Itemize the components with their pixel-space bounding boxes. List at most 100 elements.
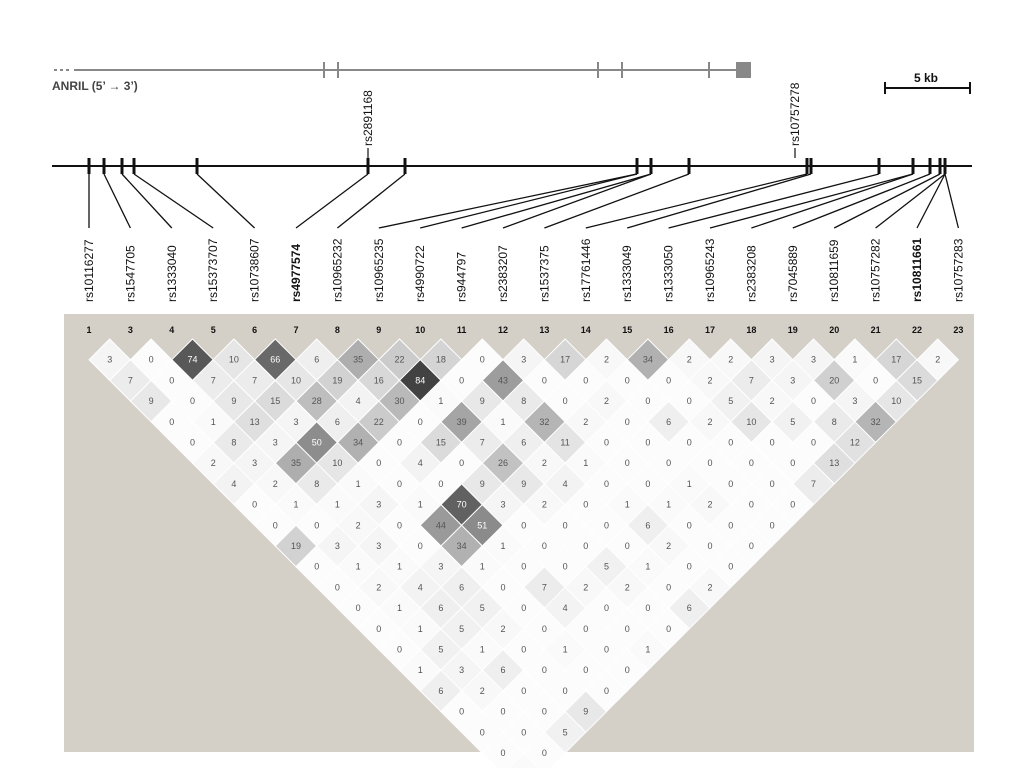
- ld-cell-value: 0: [273, 520, 278, 530]
- ld-cell-value: 1: [480, 562, 485, 572]
- column-index: 10: [415, 325, 425, 335]
- ld-cell-value: 2: [583, 417, 588, 427]
- ld-cell-value: 0: [707, 541, 712, 551]
- ld-cell-value: 11: [560, 438, 569, 448]
- ld-cell-value: 0: [583, 624, 588, 634]
- ld-cell-value: 2: [666, 541, 671, 551]
- snp-connector: [196, 173, 256, 229]
- ld-cell-value: 0: [687, 562, 692, 572]
- ld-cell-value: 0: [604, 603, 609, 613]
- ld-cell-value: 3: [335, 541, 340, 551]
- snp-connector: [709, 173, 914, 229]
- snp-connector: [502, 173, 652, 229]
- ld-cell-value: 3: [521, 355, 526, 365]
- column-index: 6: [252, 325, 257, 335]
- ld-cell-value: 0: [459, 375, 464, 385]
- snp-label: rs4990722: [413, 245, 427, 302]
- ld-cell-value: 6: [666, 417, 671, 427]
- ld-cell-value: 1: [500, 541, 505, 551]
- ld-cell-value: 7: [211, 375, 216, 385]
- ld-cell-value: 0: [376, 624, 381, 634]
- ld-cell-value: 0: [604, 686, 609, 696]
- ld-cell-value: 1: [397, 603, 402, 613]
- ld-cell-value: 2: [604, 396, 609, 406]
- ld-cell-value: 0: [749, 458, 754, 468]
- ld-cell-value: 0: [604, 438, 609, 448]
- ld-cell-value: 2: [273, 479, 278, 489]
- ld-cell-value: 0: [335, 582, 340, 592]
- snp-connector: [751, 173, 914, 229]
- snp-connector: [627, 173, 812, 229]
- column-index: 16: [664, 325, 674, 335]
- ld-cell-value: 0: [770, 479, 775, 489]
- ld-cell-value: 8: [314, 479, 319, 489]
- ld-cell-value: 6: [314, 355, 319, 365]
- ld-cell-value: 0: [707, 458, 712, 468]
- ld-cell-value: 0: [666, 582, 671, 592]
- ld-cell-value: 0: [604, 645, 609, 655]
- ld-cell-value: 0: [190, 438, 195, 448]
- snp-connectors: [88, 173, 960, 229]
- ld-cell-value: 1: [356, 479, 361, 489]
- ld-cell-value: 0: [542, 748, 547, 758]
- ld-cell-value: 2: [707, 417, 712, 427]
- ld-cell-value: 10: [229, 355, 239, 365]
- snp-label: rs15373707: [206, 238, 220, 302]
- column-index: 15: [622, 325, 632, 335]
- ld-cell-value: 6: [438, 603, 443, 613]
- column-index: 22: [912, 325, 922, 335]
- snp-connector: [336, 173, 406, 229]
- ld-cell-value: 0: [749, 541, 754, 551]
- ld-cell-value: 0: [169, 417, 174, 427]
- ld-cell-value: 2: [625, 582, 630, 592]
- ld-cell-value: 0: [521, 645, 526, 655]
- ld-cell-value: 0: [542, 707, 547, 717]
- ld-cell-value: 3: [459, 665, 464, 675]
- ld-cell-value: 2: [542, 500, 547, 510]
- ld-cell-value: 0: [728, 562, 733, 572]
- ld-cell-value: 0: [252, 500, 257, 510]
- ld-cell: [507, 752, 540, 768]
- ld-cell-value: 0: [500, 748, 505, 758]
- snp-connector: [295, 173, 369, 229]
- ld-cell-value: 5: [438, 645, 443, 655]
- ld-cell-value: 20: [829, 375, 839, 385]
- scale-bar: 5 kb: [884, 71, 971, 94]
- ld-cell-value: 0: [521, 562, 526, 572]
- ld-cell-value: 0: [397, 645, 402, 655]
- ld-cell-value: 0: [542, 665, 547, 675]
- snp-label: rs4977574: [289, 244, 303, 302]
- ld-cell-value: 0: [583, 541, 588, 551]
- ld-cell-value: 39: [457, 417, 467, 427]
- ld-cell-value: 0: [376, 458, 381, 468]
- ld-cell-value: 6: [521, 438, 526, 448]
- ld-cell-value: 13: [829, 458, 839, 468]
- ld-cell-value: 5: [604, 562, 609, 572]
- ld-cell-value: 0: [625, 417, 630, 427]
- ld-cell-value: 2: [211, 458, 216, 468]
- ld-cell-value: 4: [418, 582, 423, 592]
- ld-cell-value: 0: [459, 458, 464, 468]
- ld-cell-value: 0: [521, 727, 526, 737]
- ld-cell-value: 7: [252, 375, 257, 385]
- ld-cell-value: 3: [790, 375, 795, 385]
- ld-cell-value: 7: [480, 438, 485, 448]
- ld-cell-value: 34: [353, 438, 363, 448]
- ld-cell-value: 0: [728, 438, 733, 448]
- ld-cell-value: 66: [270, 355, 280, 365]
- ld-cell-value: 3: [293, 417, 298, 427]
- ld-cell-value: 28: [312, 396, 322, 406]
- ld-cell: [522, 731, 566, 768]
- ld-cell-value: 51: [477, 520, 487, 530]
- ld-cell-value: 7: [811, 479, 816, 489]
- ld-cell-value: 0: [604, 479, 609, 489]
- ld-cell-value: 1: [480, 645, 485, 655]
- ld-cell-value: 2: [604, 355, 609, 365]
- snp-label: rs10965243: [703, 238, 717, 302]
- ld-cell-value: 8: [231, 438, 236, 448]
- ld-cell-value: 7: [128, 375, 133, 385]
- ld-cell-value: 0: [480, 727, 485, 737]
- ld-cell-value: 9: [480, 479, 485, 489]
- ld-cell-value: 9: [480, 396, 485, 406]
